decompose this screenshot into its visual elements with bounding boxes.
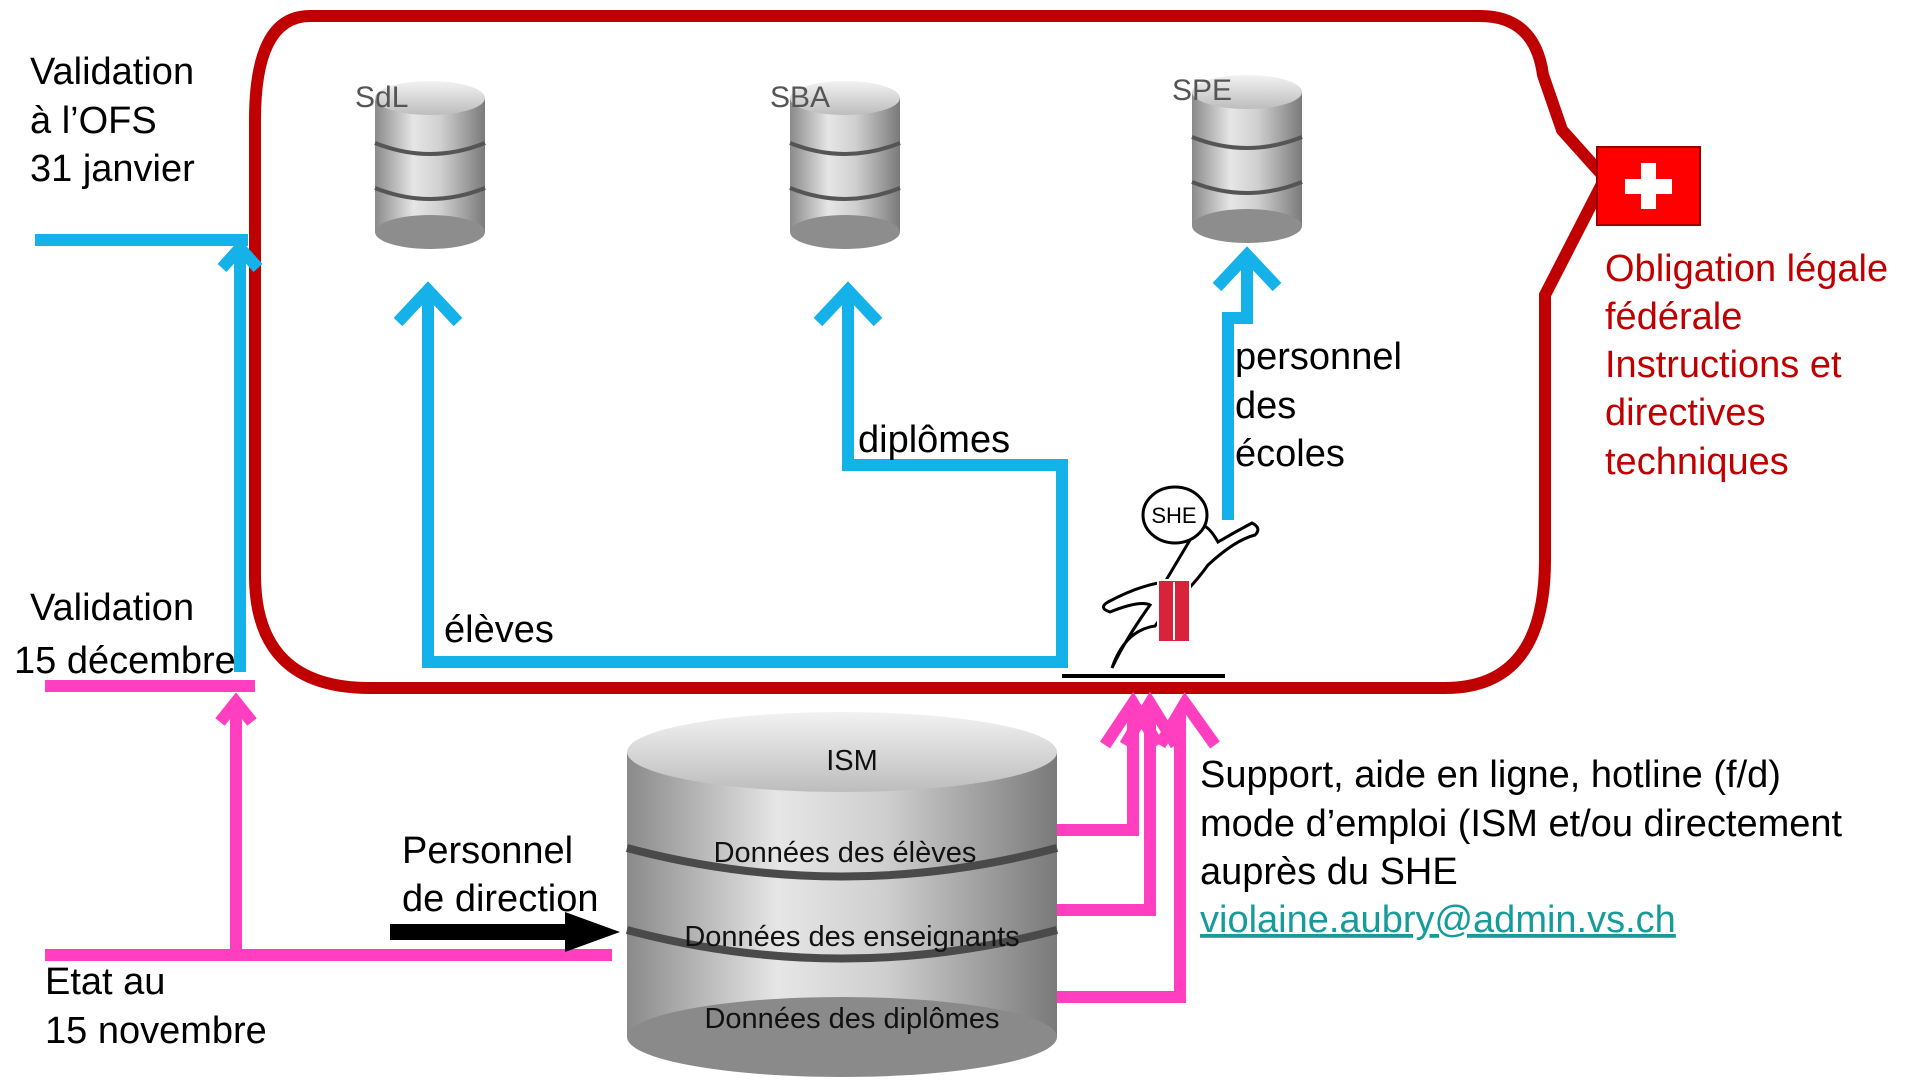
december-label-line1: Validation bbox=[30, 587, 194, 629]
ofs-label-line3: 31 janvier bbox=[30, 148, 195, 190]
ism-row-eleves: Données des élèves bbox=[714, 837, 977, 869]
ism-diplomes-flow bbox=[1052, 692, 1220, 1003]
direction-label-line1: Personnel bbox=[402, 830, 573, 872]
sba-label: SBA bbox=[770, 81, 830, 114]
database-icon-sba bbox=[789, 81, 901, 249]
personnel-label-line2: des bbox=[1235, 385, 1296, 427]
support-line2: mode d’emploi (ISM et/ou directement bbox=[1200, 803, 1843, 845]
support-line3: auprès du SHE bbox=[1200, 851, 1458, 893]
personnel-label-line3: écoles bbox=[1235, 433, 1345, 475]
she-label: SHE bbox=[1151, 503, 1196, 528]
support-email-link[interactable]: violaine.aubry@admin.vs.ch bbox=[1200, 899, 1676, 941]
december-label-line2: 15 décembre bbox=[14, 640, 236, 682]
direction-arrow bbox=[390, 912, 620, 952]
ism-database-icon bbox=[625, 712, 1059, 1077]
ofs-label-line2: à l’OFS bbox=[30, 100, 157, 142]
database-icon-spe bbox=[1191, 75, 1303, 243]
flow-diplomes-arrow bbox=[813, 281, 1068, 668]
november-label-line1: Etat au bbox=[45, 961, 165, 1003]
ism-row-diplomes: Données des diplômes bbox=[704, 1003, 999, 1035]
federal-line2: fédérale bbox=[1605, 296, 1742, 338]
federal-line1: Obligation légale bbox=[1605, 248, 1888, 290]
eleves-label: élèves bbox=[444, 609, 554, 651]
swiss-flag-icon bbox=[1596, 146, 1701, 226]
spe-label: SPE bbox=[1172, 74, 1232, 107]
november-label-line2: 15 novembre bbox=[45, 1010, 267, 1052]
ofs-label-line1: Validation bbox=[30, 51, 194, 93]
december-validation-arrow bbox=[215, 692, 257, 955]
federal-line5: techniques bbox=[1605, 441, 1789, 483]
federal-line3: Instructions et bbox=[1605, 344, 1842, 386]
federal-frame bbox=[249, 10, 1613, 694]
ism-row-enseignants: Données des enseignants bbox=[684, 921, 1019, 953]
personnel-label-line1: personnel bbox=[1235, 336, 1402, 378]
ism-title: ISM bbox=[826, 745, 878, 777]
sdl-label: SdL bbox=[355, 81, 408, 114]
database-icon-sdl bbox=[374, 81, 486, 249]
support-line1: Support, aide en ligne, hotline (f/d) bbox=[1200, 754, 1781, 796]
federal-line4: directives bbox=[1605, 392, 1766, 434]
she-mascot-icon bbox=[1062, 485, 1260, 678]
diplomes-label: diplômes bbox=[858, 419, 1010, 461]
flow-personnel-arrow bbox=[1212, 246, 1282, 520]
direction-label-line2: de direction bbox=[402, 878, 598, 920]
ofs-validation-arrow bbox=[217, 239, 263, 672]
